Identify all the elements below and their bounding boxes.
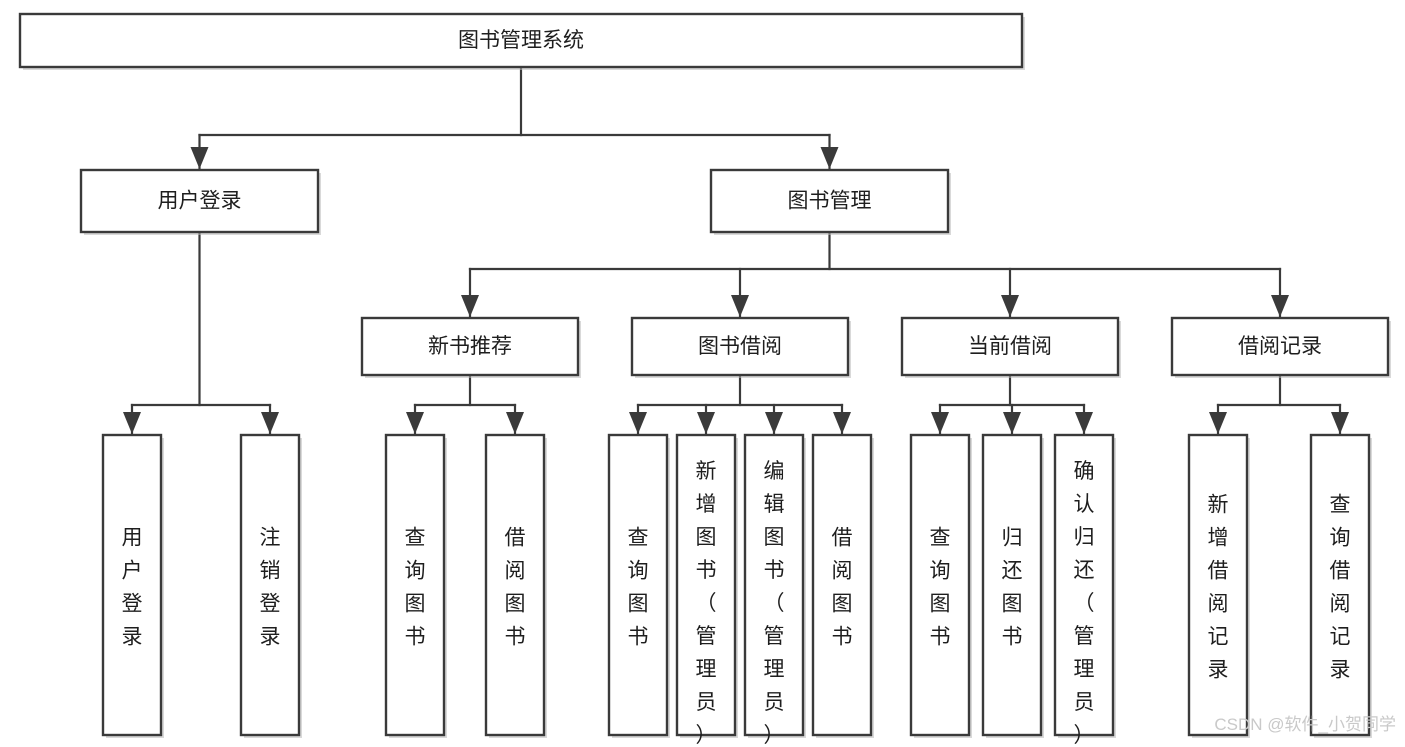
node-label: 新增图书（管理员） xyxy=(696,460,717,747)
arrow-head-icon xyxy=(190,147,209,169)
node-box[interactable] xyxy=(811,433,873,737)
node-label: 编辑图书（管理员） xyxy=(764,460,785,747)
arrow-head-icon xyxy=(506,412,524,434)
node-box[interactable] xyxy=(79,168,320,234)
node-leaf-rec-query2[interactable]: 查询借阅记录 xyxy=(1309,433,1372,738)
node-label: 用户登录 xyxy=(122,527,143,649)
connector-layer xyxy=(123,65,1349,436)
node-label: 归还图书 xyxy=(1002,527,1023,649)
arrow-head-icon xyxy=(1271,295,1289,317)
arrow-head-icon xyxy=(697,412,715,434)
node-leaf-borrow-edit[interactable]: 编辑图书（管理员） xyxy=(743,433,806,747)
node-box[interactable] xyxy=(101,433,163,737)
node-leaf-user-login[interactable]: 用户登录 xyxy=(101,433,164,738)
node-book-manage[interactable]: 图书管理 xyxy=(709,168,951,235)
node-label: 查询图书 xyxy=(930,527,951,649)
node-leaf-borrow-lend[interactable]: 借阅图书 xyxy=(811,433,874,738)
node-box[interactable] xyxy=(1170,316,1390,377)
node-box[interactable] xyxy=(743,433,805,737)
node-leaf-user-logout[interactable]: 注销登录 xyxy=(239,433,302,738)
arrow-head-icon xyxy=(931,412,949,434)
node-box[interactable] xyxy=(909,433,971,737)
node-leaf-rec-borrow[interactable]: 借阅图书 xyxy=(484,433,547,738)
node-label: 新书推荐 xyxy=(428,335,512,358)
node-label: 用户登录 xyxy=(158,190,242,213)
node-box[interactable] xyxy=(484,433,546,737)
node-current-borrow[interactable]: 当前借阅 xyxy=(900,316,1121,378)
arrow-head-icon xyxy=(1331,412,1349,434)
node-box[interactable] xyxy=(384,433,446,737)
node-layer: 图书管理系统用户登录图书管理新书推荐图书借阅当前借阅借阅记录用户登录注销登录查询… xyxy=(18,12,1391,747)
node-new-book-rec[interactable]: 新书推荐 xyxy=(360,316,581,378)
arrow-head-icon xyxy=(461,295,479,317)
node-box[interactable] xyxy=(239,433,301,737)
node-book-borrow[interactable]: 图书借阅 xyxy=(630,316,851,378)
node-label: 查询图书 xyxy=(628,527,649,649)
node-box[interactable] xyxy=(675,433,737,737)
arrow-head-icon xyxy=(1075,412,1093,434)
node-label: 注销登录 xyxy=(260,527,281,649)
node-label: 查询图书 xyxy=(405,527,426,649)
arrow-head-icon xyxy=(123,412,141,434)
node-box[interactable] xyxy=(18,12,1024,69)
node-box[interactable] xyxy=(1053,433,1115,737)
node-box[interactable] xyxy=(607,433,669,737)
node-label: 图书管理系统 xyxy=(458,29,584,52)
node-box[interactable] xyxy=(709,168,950,234)
node-box[interactable] xyxy=(630,316,850,377)
node-label: 确认归还（管理员） xyxy=(1074,460,1095,747)
arrow-head-icon xyxy=(406,412,424,434)
node-box[interactable] xyxy=(981,433,1043,737)
node-label: 图书管理 xyxy=(788,190,872,213)
node-label: 查询借阅记录 xyxy=(1330,494,1351,682)
node-box[interactable] xyxy=(1309,433,1371,737)
node-label: 图书借阅 xyxy=(698,335,782,358)
watermark-label: CSDN @软件_小贺同学 xyxy=(1214,715,1396,734)
node-leaf-cur-confirm[interactable]: 确认归还（管理员） xyxy=(1053,433,1116,747)
node-leaf-rec-query[interactable]: 查询图书 xyxy=(384,433,447,738)
arrow-head-icon xyxy=(833,412,851,434)
node-root[interactable]: 图书管理系统 xyxy=(18,12,1025,70)
node-box[interactable] xyxy=(360,316,580,377)
node-label: 借阅记录 xyxy=(1238,335,1322,358)
node-box[interactable] xyxy=(900,316,1120,377)
arrow-head-icon xyxy=(261,412,279,434)
arrow-head-icon xyxy=(629,412,647,434)
node-box[interactable] xyxy=(1187,433,1249,737)
arrow-head-icon xyxy=(1001,295,1019,317)
node-user-login[interactable]: 用户登录 xyxy=(79,168,321,235)
node-leaf-cur-query[interactable]: 查询图书 xyxy=(909,433,972,738)
node-leaf-borrow-add[interactable]: 新增图书（管理员） xyxy=(675,433,738,747)
arrow-head-icon xyxy=(1209,412,1227,434)
node-borrow-record[interactable]: 借阅记录 xyxy=(1170,316,1391,378)
node-label: 借阅图书 xyxy=(505,527,526,649)
node-label: 借阅图书 xyxy=(832,527,853,649)
arrow-head-icon xyxy=(1003,412,1021,434)
node-label: 新增借阅记录 xyxy=(1208,494,1229,682)
arrow-head-icon xyxy=(731,295,749,317)
arrow-head-icon xyxy=(765,412,783,434)
node-leaf-rec-add[interactable]: 新增借阅记录 xyxy=(1187,433,1250,738)
arrow-head-icon xyxy=(820,147,839,169)
node-leaf-borrow-query[interactable]: 查询图书 xyxy=(607,433,670,738)
node-leaf-cur-return[interactable]: 归还图书 xyxy=(981,433,1044,738)
node-label: 当前借阅 xyxy=(968,335,1052,358)
